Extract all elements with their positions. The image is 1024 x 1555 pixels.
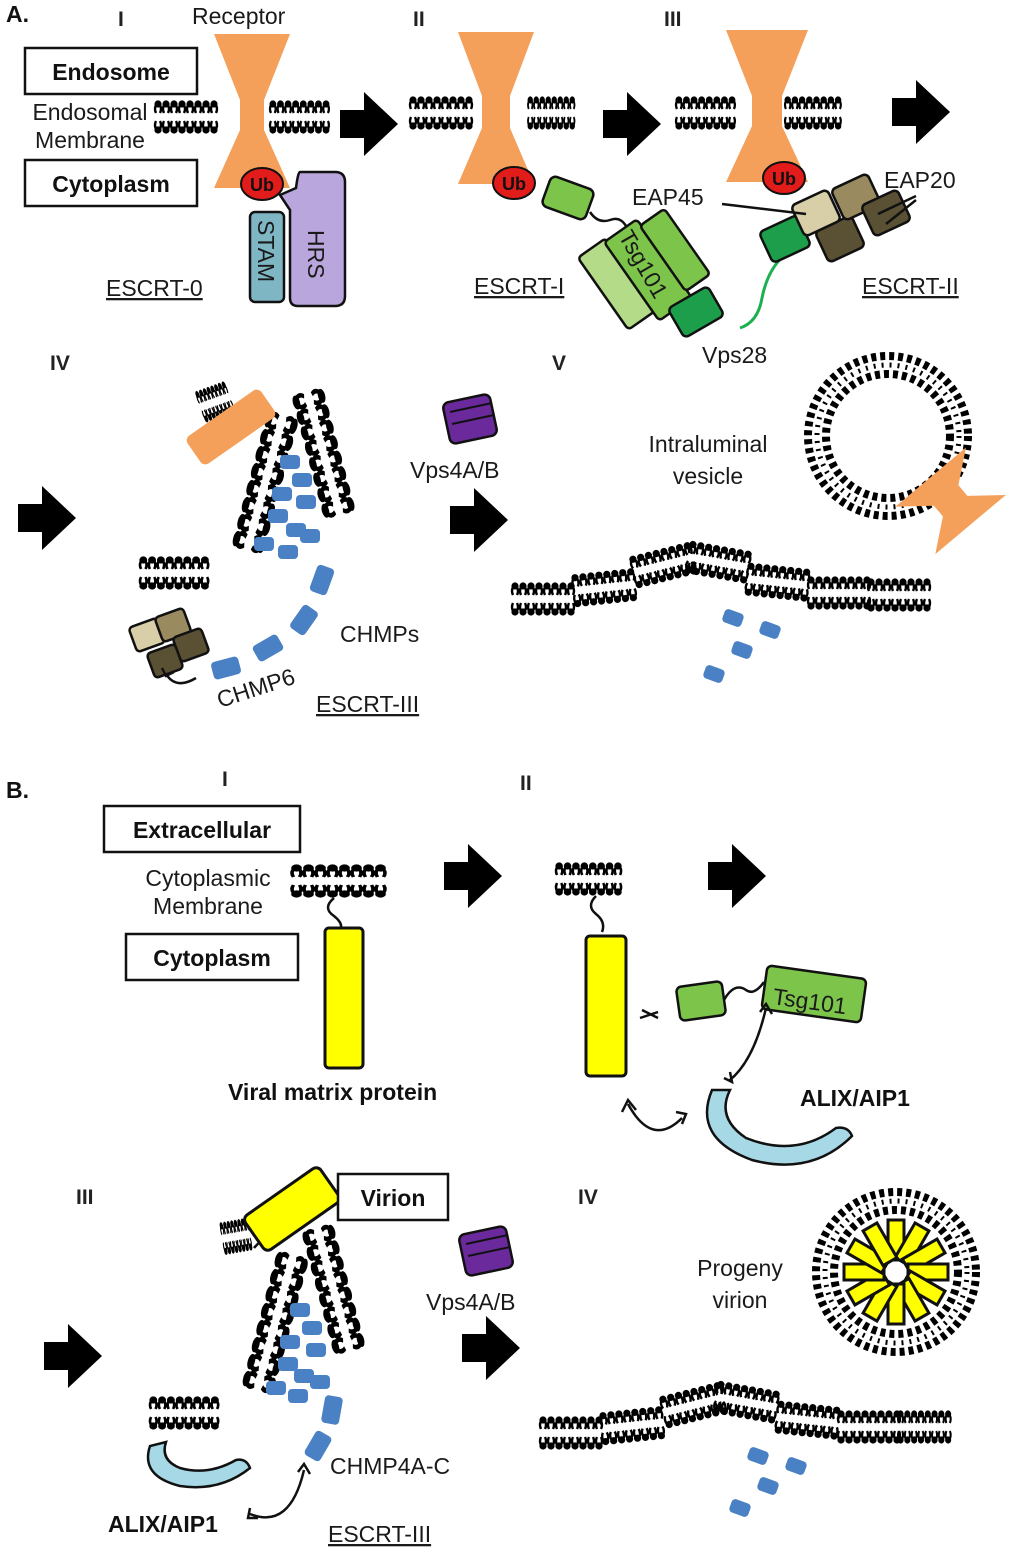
- chmp-polymer-a4: [210, 455, 336, 681]
- panel-b-step-2: II: [520, 772, 532, 795]
- released-chmps-a: [702, 608, 782, 684]
- receptor-a2: [458, 32, 534, 184]
- panel-a-step-2: II: [413, 8, 425, 31]
- panel-b-step-1: I: [222, 768, 228, 791]
- arrow-b2: [708, 844, 766, 908]
- vps4-label-a: Vps4A/B: [410, 457, 500, 483]
- membrane-b1: [291, 864, 386, 897]
- interaction-arrow-3: [620, 1097, 688, 1132]
- panel-b-label: B.: [6, 777, 29, 803]
- ub-a2: [492, 166, 536, 200]
- extracellular-box: [102, 804, 302, 854]
- progeny-label-1: Progeny: [697, 1255, 783, 1281]
- chmp4-label: CHMP4A-C: [330, 1453, 450, 1479]
- cytoplasm-label-b: Cytoplasm: [153, 945, 271, 971]
- arrow-b1: [444, 844, 502, 908]
- arrow-a4: [18, 486, 76, 550]
- ub-a3: [762, 161, 806, 195]
- ub-a1: [240, 167, 284, 201]
- eap20-label: EAP20: [884, 167, 956, 193]
- escrt-2-complex: [721, 173, 917, 330]
- panel-a-step-5: V: [552, 352, 566, 375]
- tsg101-b2: [760, 964, 868, 1024]
- ilv-label-2: vesicle: [673, 463, 743, 489]
- escrt-1-complex: Tsg101: [541, 175, 724, 338]
- tsg101-linker-b2: [722, 981, 766, 1001]
- progeny-virion: [812, 1188, 980, 1356]
- progeny-label-2: virion: [713, 1287, 768, 1313]
- cytoplasmic-membrane-label-1: Cytoplasmic: [145, 865, 270, 891]
- alix-b3: [146, 1440, 252, 1489]
- endosome-box: [23, 46, 199, 96]
- arrow-a2: [603, 92, 661, 156]
- alix-label-b2: ALIX/AIP1: [800, 1085, 910, 1111]
- hrs-a1: [278, 170, 347, 308]
- matrix-protein-b1: [323, 926, 365, 1070]
- stam-label: STAM: [253, 220, 279, 282]
- flat-membrane-a5: [511, 540, 930, 615]
- panel-b-step-3: III: [76, 1186, 94, 1209]
- cytoplasmic-membrane-label-2: Membrane: [153, 893, 263, 919]
- endosome-label: Endosome: [52, 59, 170, 85]
- matrix-protein-b3: [243, 1166, 341, 1252]
- virion-box: [336, 1172, 450, 1222]
- flat-membrane-b4: [539, 1380, 951, 1449]
- extracellular-label: Extracellular: [133, 817, 271, 843]
- panel-a-step-4: IV: [50, 352, 70, 375]
- vps4-label-b: Vps4A/B: [426, 1289, 516, 1315]
- arrow-a1: [340, 92, 398, 156]
- released-chmps-b: [728, 1446, 808, 1518]
- virion-label: Virion: [361, 1185, 426, 1211]
- panel-a-step-3: III: [664, 8, 682, 31]
- tsg101-uev-b2: [675, 980, 727, 1022]
- ub-label-a1: Ub: [250, 175, 274, 195]
- eap45-label: EAP45: [632, 184, 704, 210]
- endosomal-membrane-label-2: Membrane: [35, 127, 145, 153]
- matrix-protein-b2: [584, 934, 628, 1078]
- escrt-1-label: ESCRT-I: [474, 273, 564, 299]
- anchor-b1: [326, 897, 343, 931]
- receptor-a3: [726, 30, 808, 182]
- arrow-b3: [44, 1324, 102, 1388]
- cytoplasm-box: [23, 158, 199, 208]
- cytoplasm-box-b: [124, 932, 300, 982]
- cytoplasm-label: Cytoplasm: [52, 171, 170, 197]
- matrix-protein-label: Viral matrix protein: [228, 1079, 437, 1105]
- receptor-a1: [214, 34, 290, 188]
- escrt-0-label: ESCRT-0: [106, 275, 203, 301]
- stam-a1: [248, 210, 286, 304]
- hrs-label: HRS: [303, 230, 329, 279]
- escrt-2-label: ESCRT-II: [862, 273, 959, 299]
- intraluminal-vesicle: [804, 352, 972, 520]
- panel-a-label: A.: [6, 1, 29, 27]
- escrt-3-label-a: ESCRT-III: [316, 691, 419, 717]
- ub-label-a2: Ub: [502, 174, 526, 194]
- panel-a-step-1: I: [118, 8, 124, 31]
- escrt-3-label-b: ESCRT-III: [328, 1521, 431, 1547]
- arrow-b4: [462, 1316, 520, 1380]
- arrow-a5: [450, 488, 508, 552]
- interaction-arrow-4: [246, 1461, 312, 1520]
- vps28-label: Vps28: [702, 342, 767, 368]
- receptor-a5: [895, 447, 1006, 555]
- anchor-b2: [589, 895, 605, 933]
- vps4-icon-a: [442, 393, 498, 445]
- interaction-arrow-1: [639, 1008, 659, 1020]
- alix-label-b3: ALIX/AIP1: [108, 1511, 218, 1537]
- interaction-arrow-2: [723, 1001, 774, 1085]
- ilv-label-1: Intraluminal: [649, 431, 768, 457]
- receptor-a4: [186, 389, 276, 465]
- escrt-2-in-a4: [128, 607, 210, 685]
- ub-label-a3: Ub: [772, 169, 796, 189]
- panel-b-step-4: IV: [578, 1186, 598, 1209]
- vps4-icon-b: [458, 1225, 514, 1277]
- chmps-label: CHMPs: [340, 621, 419, 647]
- membrane-b2: [555, 862, 621, 895]
- alix-b2: [705, 1088, 854, 1166]
- receptor-label: Receptor: [192, 3, 286, 29]
- arrow-a3: [892, 80, 950, 144]
- endosomal-membrane-label-1: Endosomal: [32, 99, 147, 125]
